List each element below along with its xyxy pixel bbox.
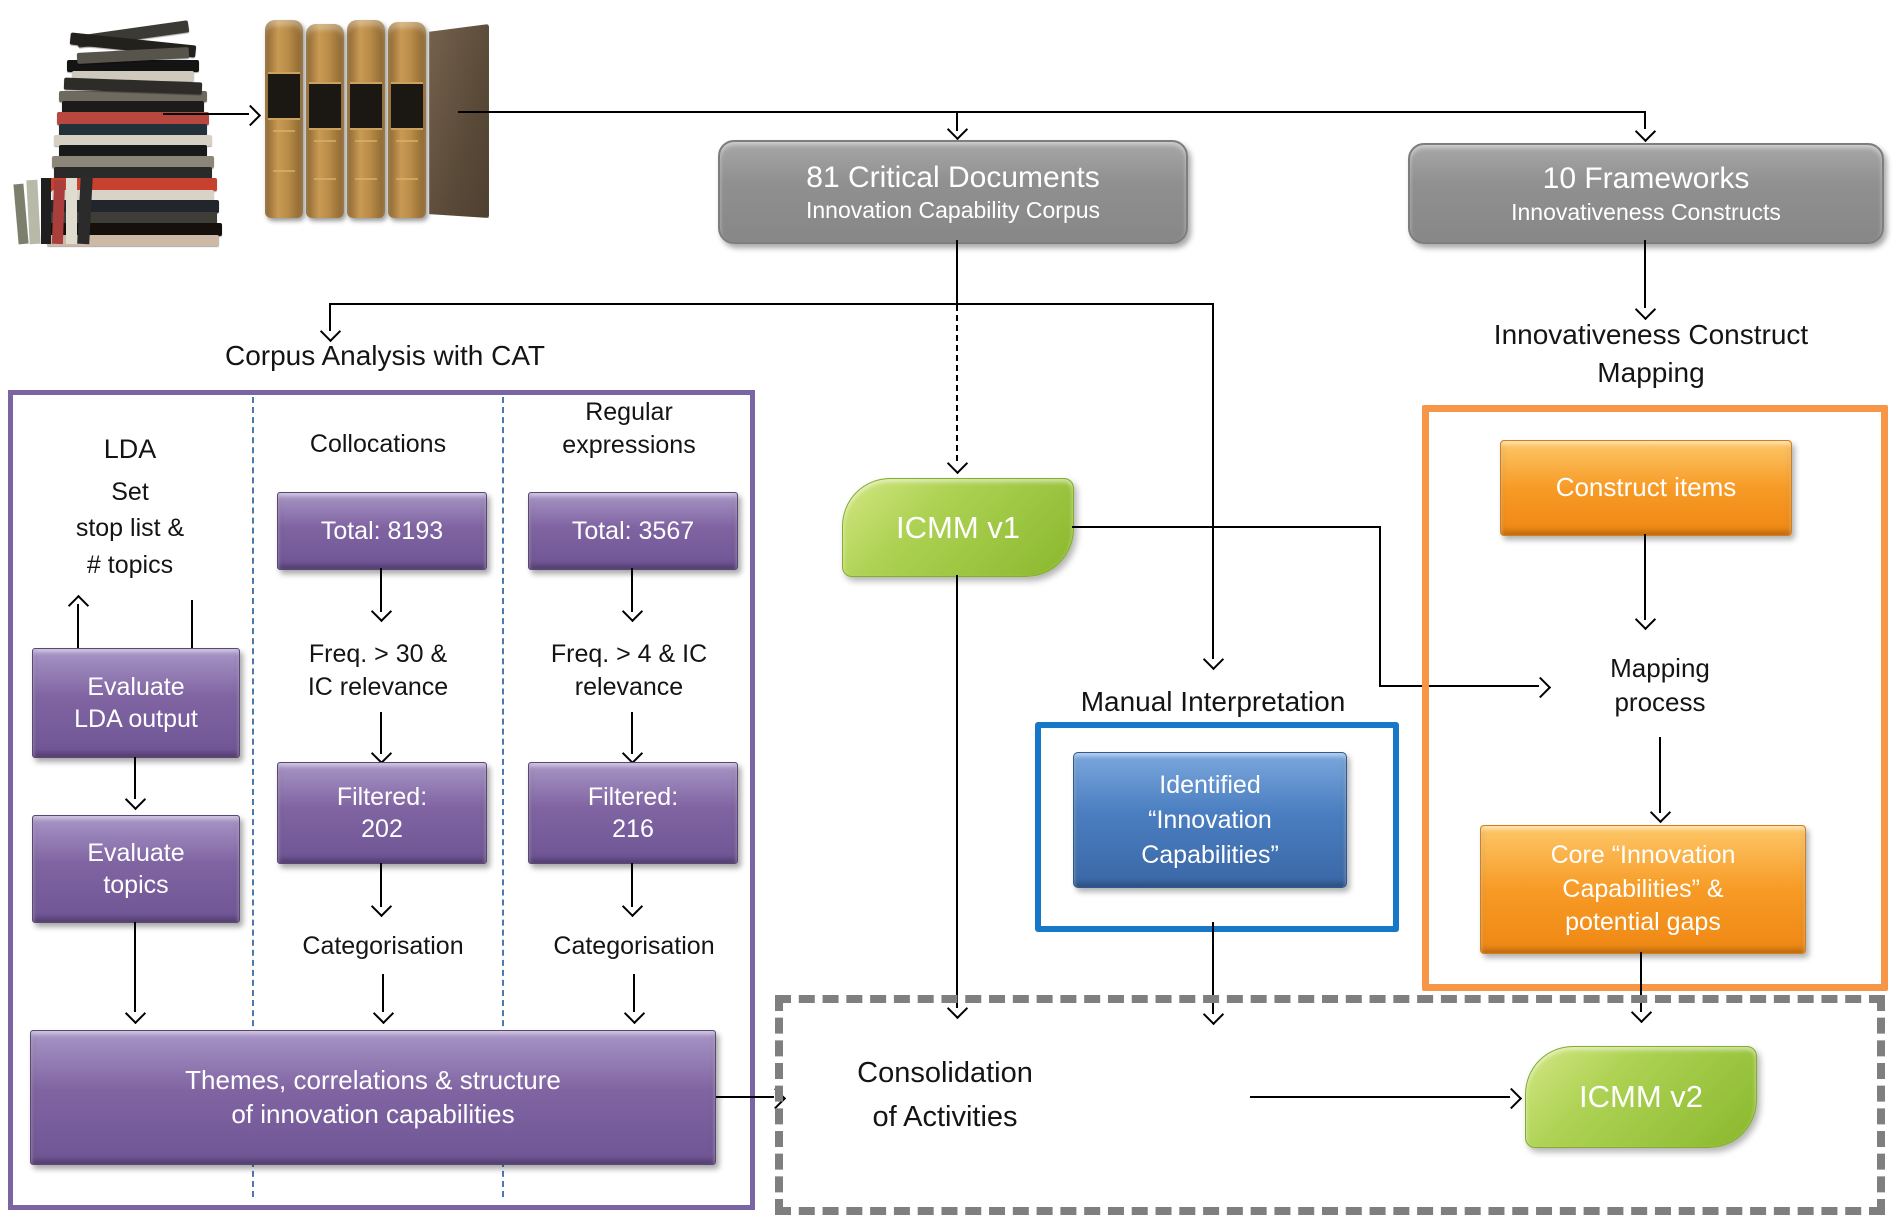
connector: [956, 111, 958, 131]
identified-capabilities-box: Identified “Innovation Capabilities”: [1073, 752, 1347, 888]
arrowhead: [1634, 120, 1657, 143]
connector: [1379, 526, 1381, 686]
connector: [1659, 737, 1661, 813]
connector: [1644, 534, 1646, 620]
book-spine: [265, 20, 304, 218]
collocations-criteria-label: Freq. > 30 & IC relevance: [307, 640, 449, 701]
evaluate-topics-box: Evaluate topics: [32, 815, 240, 923]
connector: [1644, 240, 1646, 308]
evaluate-lda-output-box: Evaluate LDA output: [32, 648, 240, 758]
critical-documents-box: 81 Critical Documents Innovation Capabil…: [718, 140, 1188, 244]
connector: [956, 575, 958, 1008]
book-spine: [77, 175, 93, 245]
frameworks-title: 10 Frameworks: [1542, 162, 1750, 196]
regex-total-box: Total: 3567: [528, 492, 738, 570]
ordered-books-image: [265, 10, 489, 218]
book-back-cover: [429, 24, 489, 218]
connector: [330, 303, 1214, 305]
critical-documents-subtitle: Innovation Capability Corpus: [805, 197, 1101, 224]
mapping-process-label: Mapping process: [1610, 653, 1710, 717]
small-book-pile-image: [13, 172, 108, 245]
connector: [1250, 1096, 1510, 1098]
frameworks-subtitle: Innovativeness Constructs: [1511, 198, 1781, 225]
construct-mapping-frame: [1422, 405, 1888, 991]
connector: [633, 974, 635, 1012]
collocations-categorisation-label: Categorisation: [302, 932, 464, 960]
connector: [329, 303, 331, 331]
connector: [1072, 526, 1381, 528]
lda-params-label: Set stop list & # topics: [75, 478, 185, 579]
regex-header: Regular expressions: [562, 398, 696, 459]
book-spine: [26, 179, 41, 245]
collocations-filtered-box: Filtered: 202: [277, 762, 487, 864]
book-spine: [41, 178, 51, 244]
book-spine: [306, 24, 345, 218]
connector: [77, 604, 79, 690]
connector: [956, 240, 958, 304]
connector: [191, 600, 193, 676]
core-capabilities-box: Core “Innovation Capabilities” & potenti…: [1480, 825, 1806, 954]
arrowhead: [946, 118, 969, 141]
connector: [1212, 303, 1214, 659]
consolidation-title: Consolidation of Activities: [857, 1057, 1033, 1133]
manual-interpretation-title: Manual Interpretation: [1080, 686, 1346, 717]
themes-box: Themes, correlations & structure of inno…: [30, 1030, 716, 1165]
collocations-header: Collocations: [309, 430, 447, 458]
critical-documents-title: 81 Critical Documents: [806, 160, 1100, 194]
connector: [631, 568, 633, 612]
dashed-connector: [956, 305, 958, 461]
corpus-analysis-title: Corpus Analysis with CAT: [224, 340, 546, 371]
connector: [631, 863, 633, 907]
connector: [134, 757, 136, 799]
book-spine: [51, 179, 66, 245]
connector: [163, 113, 249, 115]
connector: [458, 111, 1646, 113]
connector: [380, 863, 382, 907]
frameworks-box: 10 Frameworks Innovativeness Constructs: [1408, 143, 1884, 244]
connector: [382, 974, 384, 1012]
arrowhead: [946, 452, 969, 475]
regex-categorisation-label: Categorisation: [553, 932, 715, 960]
connector: [1212, 922, 1214, 1014]
connector: [1379, 685, 1539, 687]
connector: [631, 712, 633, 754]
arrowhead: [1202, 648, 1225, 671]
icmm-v2-shape: ICMM v2: [1525, 1046, 1757, 1148]
construct-items-box: Construct items: [1500, 440, 1792, 536]
book-spine: [66, 178, 77, 244]
regex-filtered-box: Filtered: 216: [528, 762, 738, 864]
construct-mapping-title: Innovativeness Construct Mapping: [1493, 319, 1809, 388]
connector: [380, 568, 382, 612]
lda-header: LDA: [103, 434, 157, 464]
corpus-analysis-frame: [8, 390, 755, 1210]
book-spine: [347, 20, 386, 218]
consolidation-frame: [775, 995, 1885, 1215]
icmm-v1-shape: ICMM v1: [842, 478, 1074, 577]
connector: [1644, 111, 1646, 129]
regex-criteria-label: Freq. > 4 & IC relevance: [550, 640, 708, 701]
connector: [134, 922, 136, 1012]
manual-interpretation-frame: [1035, 722, 1399, 932]
connector: [1640, 952, 1642, 1012]
connector: [716, 1096, 774, 1098]
column-separator: [502, 397, 504, 1197]
column-separator: [252, 397, 254, 1197]
connector: [380, 712, 382, 754]
collocations-total-box: Total: 8193: [277, 492, 487, 570]
book-spine: [388, 22, 427, 218]
